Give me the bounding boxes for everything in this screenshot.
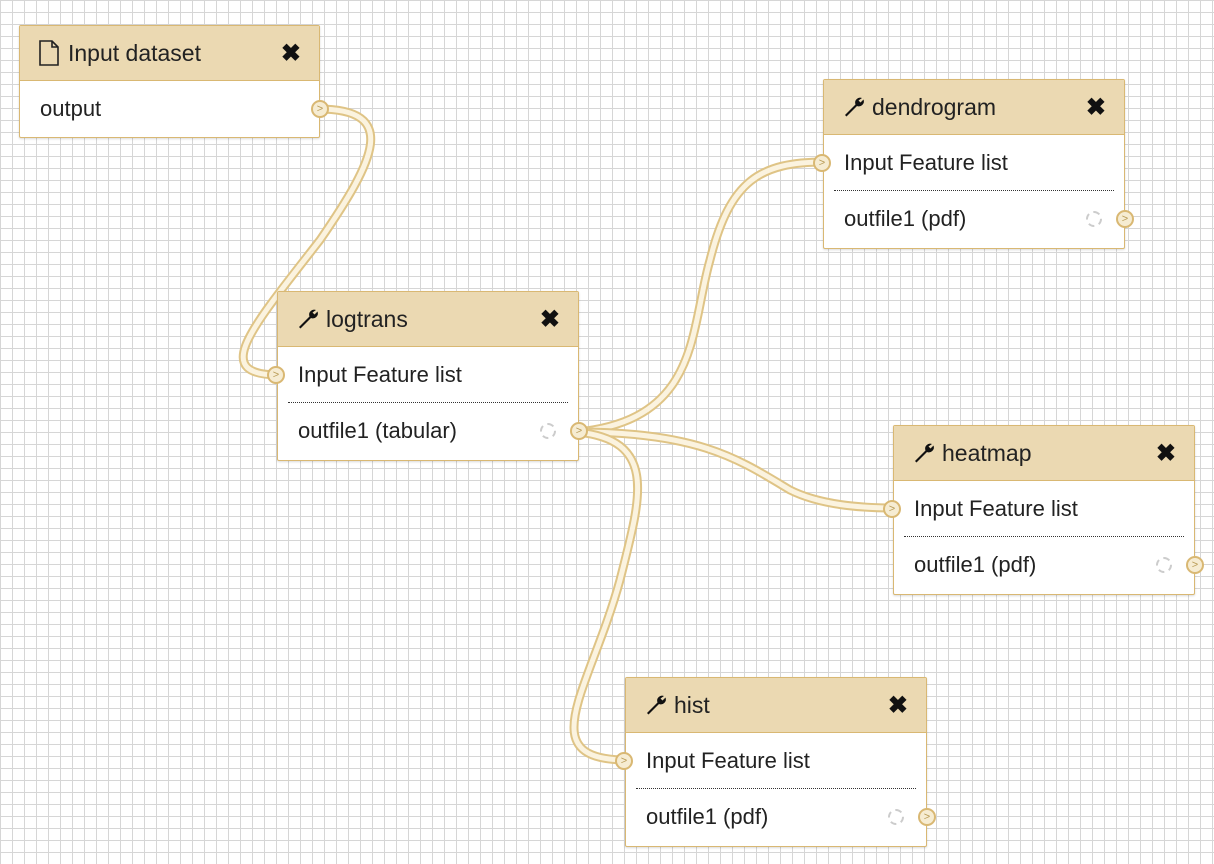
output-row: outfile1 (pdf) >	[894, 537, 1204, 593]
file-icon	[38, 40, 68, 66]
output-label: outfile1 (pdf)	[844, 206, 967, 231]
wire-logtrans-to-heatmap-inner	[574, 429, 898, 511]
node-header[interactable]: hist ✖	[626, 678, 926, 733]
input-row: > Input Feature list	[883, 481, 1184, 537]
input-row: > Input Feature list	[615, 733, 916, 789]
output-port[interactable]: >	[1116, 210, 1134, 228]
wrench-icon	[912, 441, 942, 465]
node-header[interactable]: Input dataset ✖	[20, 26, 319, 81]
output-port[interactable]: >	[1186, 556, 1204, 574]
output-row: outfile1 (tabular) >	[278, 403, 588, 459]
wire-logtrans-to-hist-inner	[571, 429, 641, 763]
wrench-icon	[296, 307, 326, 331]
input-label: Input Feature list	[844, 149, 1008, 175]
output-row: outfile1 (pdf) >	[626, 789, 936, 845]
node-title: logtrans	[326, 305, 408, 332]
node-hist[interactable]: hist ✖ > Input Feature list outfile1 (pd…	[615, 677, 936, 847]
input-label: Input Feature list	[298, 361, 462, 387]
wire-logtrans-to-heatmap	[572, 427, 900, 513]
output-row: output >	[20, 81, 329, 137]
gear-icon[interactable]	[1086, 211, 1102, 227]
node-title: hist	[674, 691, 710, 718]
gear-icon[interactable]	[540, 423, 556, 439]
input-port[interactable]: >	[883, 499, 901, 518]
input-label: Input Feature list	[646, 747, 810, 773]
node-title: heatmap	[942, 439, 1032, 466]
gear-icon[interactable]	[888, 809, 904, 825]
close-icon[interactable]: ✖	[887, 691, 908, 719]
input-port[interactable]: >	[813, 153, 831, 172]
close-icon[interactable]: ✖	[1085, 93, 1106, 121]
node-heatmap[interactable]: heatmap ✖ > Input Feature list outfile1 …	[883, 425, 1204, 595]
node-logtrans[interactable]: logtrans ✖ > Input Feature list outfile1…	[267, 291, 588, 461]
output-label: output	[40, 96, 102, 121]
close-icon[interactable]: ✖	[539, 305, 560, 333]
node-input-dataset[interactable]: Input dataset ✖ output >	[19, 25, 329, 138]
input-label: Input Feature list	[914, 495, 1078, 521]
wire-logtrans-to-dendrogram-inner	[574, 159, 828, 435]
gear-icon[interactable]	[1156, 557, 1172, 573]
output-label: outfile1 (tabular)	[298, 418, 457, 443]
output-port[interactable]: >	[918, 808, 936, 826]
node-header[interactable]: logtrans ✖	[278, 292, 578, 347]
node-header[interactable]: heatmap ✖	[894, 426, 1194, 481]
node-header[interactable]: dendrogram ✖	[824, 80, 1124, 135]
node-title: Input dataset	[68, 39, 201, 66]
node-dendrogram[interactable]: dendrogram ✖ > Input Feature list outfil…	[813, 79, 1134, 249]
node-title: dendrogram	[872, 93, 997, 120]
input-row: > Input Feature list	[813, 135, 1114, 191]
output-port[interactable]: >	[570, 422, 588, 440]
output-row: outfile1 (pdf) >	[824, 191, 1134, 247]
close-icon[interactable]: ✖	[1155, 439, 1176, 467]
input-port[interactable]: >	[615, 751, 633, 770]
output-port[interactable]: >	[311, 100, 329, 118]
wrench-icon	[644, 693, 674, 717]
input-row: > Input Feature list	[267, 347, 568, 403]
input-port[interactable]: >	[267, 365, 285, 384]
wire-input-to-logtrans-inner	[240, 106, 374, 378]
wrench-icon	[842, 95, 872, 119]
output-label: outfile1 (pdf)	[646, 804, 769, 829]
close-icon[interactable]: ✖	[280, 39, 301, 67]
output-label: outfile1 (pdf)	[914, 552, 1037, 577]
